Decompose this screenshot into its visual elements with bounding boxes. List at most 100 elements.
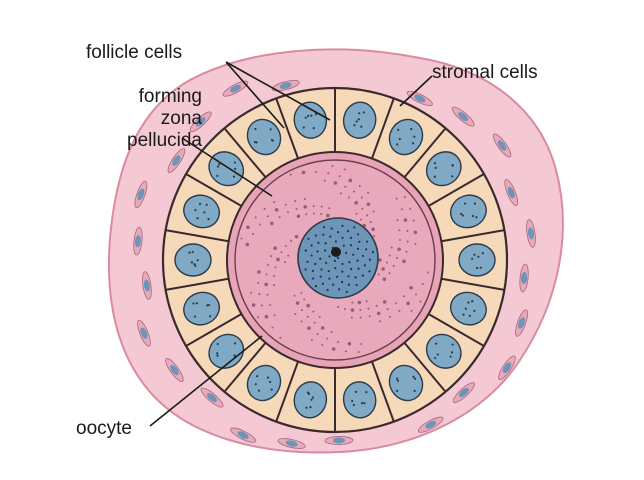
cytoplasm-granule <box>385 261 388 264</box>
follicle-cell-nucleus <box>342 381 377 419</box>
nucleus-speck <box>311 396 315 399</box>
cytoplasm-granule <box>350 316 353 319</box>
cytoplasm-granule <box>320 213 323 216</box>
stromal-cell-nucleus <box>172 155 181 166</box>
chromatin-speck <box>321 282 325 285</box>
chromatin-speck <box>371 251 375 254</box>
nucleus-speck <box>473 309 476 312</box>
cytoplasm-granule <box>376 311 381 316</box>
cytoplasm-granule <box>318 315 321 318</box>
nucleus-speck <box>266 376 270 379</box>
cytoplasm-granule <box>398 238 401 241</box>
nucleus-speck <box>307 114 310 118</box>
cytoplasm-granule <box>274 208 279 212</box>
chromatin-speck <box>353 226 356 229</box>
cytoplasm-granule <box>395 197 398 200</box>
nucleus-speck <box>464 307 467 310</box>
nucleus-speck <box>434 356 437 360</box>
cytoplasm-granule <box>312 205 315 208</box>
cytoplasm-granule <box>306 315 309 318</box>
stromal-cell-nucleus <box>134 235 142 248</box>
nucleus-speck <box>216 174 219 178</box>
follicle-cell-boundary <box>428 173 485 207</box>
chromatin-speck <box>341 236 344 239</box>
chromatin-speck <box>334 240 337 243</box>
cytoplasm-granule <box>289 173 292 176</box>
cytoplasm-granule <box>337 305 340 308</box>
cytoplasm-granule <box>315 171 318 174</box>
cytoplasm-granule <box>336 340 339 343</box>
cytoplasm-granule <box>269 304 272 307</box>
cytoplasm-granule <box>398 229 401 232</box>
cytoplasm-granule <box>316 332 319 335</box>
chromatin-speck <box>311 269 314 272</box>
nucleus-speck <box>433 162 437 165</box>
cytoplasm-granule <box>250 291 253 294</box>
chromatin-speck <box>317 241 320 244</box>
follicle-cell-boundary <box>165 277 229 291</box>
cytoplasm-granule <box>343 168 346 171</box>
cytoplasm-granule <box>382 277 387 281</box>
cytoplasm-granule <box>409 285 413 290</box>
stromal-cell-nucleus <box>332 437 345 444</box>
chromatin-speck <box>368 258 371 261</box>
cytoplasm-granule <box>344 307 347 310</box>
nucleus-speck <box>460 212 463 216</box>
cytoplasm-granule <box>359 316 362 319</box>
cytoplasm-granule <box>412 219 415 222</box>
cytoplasm-granule <box>377 273 380 276</box>
nucleus-speck <box>254 383 257 386</box>
cytoplasm-granule <box>257 270 261 274</box>
nucleus-speck <box>397 128 400 131</box>
cytoplasm-granule <box>266 215 269 218</box>
follicle-cell-boundary <box>275 98 300 159</box>
cytoplasm-granule <box>360 342 363 345</box>
nucleus-speck <box>398 137 401 141</box>
cytoplasm-granule <box>409 207 412 210</box>
chromatin-speck <box>357 233 360 236</box>
chromatin-speck <box>304 249 307 252</box>
chromatin-speck <box>337 231 340 234</box>
nucleus-speck <box>310 114 313 117</box>
cytoplasm-granule <box>367 307 370 310</box>
chromatin-speck <box>334 267 337 270</box>
leader-oocyte <box>149 335 263 427</box>
cytoplasm-granule <box>392 265 395 268</box>
chromatin-speck <box>341 224 344 227</box>
stromal-cells-group <box>133 79 536 449</box>
cytoplasm-granule <box>413 230 418 235</box>
cytoplasm-granule <box>357 300 362 305</box>
nucleus-speck <box>451 175 454 178</box>
nucleus-speck <box>436 353 439 356</box>
nucleus-speck <box>413 135 416 138</box>
chromatin-speck <box>328 277 331 280</box>
nucleus-speck <box>477 255 480 258</box>
follicle-cell-boundary <box>165 229 229 243</box>
cytoplasm-granule <box>415 293 418 296</box>
chromatin-speck <box>304 268 307 271</box>
nucleus-speck <box>206 304 209 307</box>
nucleus-speck <box>198 202 202 205</box>
follicle-cell-boundary <box>403 342 447 393</box>
cytoplasm-granule <box>368 315 371 318</box>
nucleus-speck <box>257 389 261 392</box>
nucleus-speck <box>412 375 415 378</box>
chromatin-speck <box>329 235 332 238</box>
stromal-cell-nucleus <box>521 272 528 284</box>
cytoplasm-granule <box>388 272 391 275</box>
nucleus-speck <box>449 355 452 358</box>
chromatin-speck <box>330 227 333 230</box>
nucleus-speck <box>396 143 399 146</box>
follicle-cell-boundary <box>370 361 395 422</box>
follicle-cell-boundary <box>441 277 505 291</box>
cytoplasm-granule <box>348 196 351 199</box>
nucleus-speck <box>304 116 307 119</box>
chromatin-speck <box>312 277 315 280</box>
cytoplasm-granule <box>358 185 361 188</box>
nucleus-speck <box>216 342 219 346</box>
cytoplasm-granule <box>344 185 347 188</box>
chromatin-speck <box>361 254 365 258</box>
chromatin-speck <box>324 242 327 245</box>
nucleus-speck <box>451 164 454 167</box>
nucleus-speck <box>352 403 355 407</box>
